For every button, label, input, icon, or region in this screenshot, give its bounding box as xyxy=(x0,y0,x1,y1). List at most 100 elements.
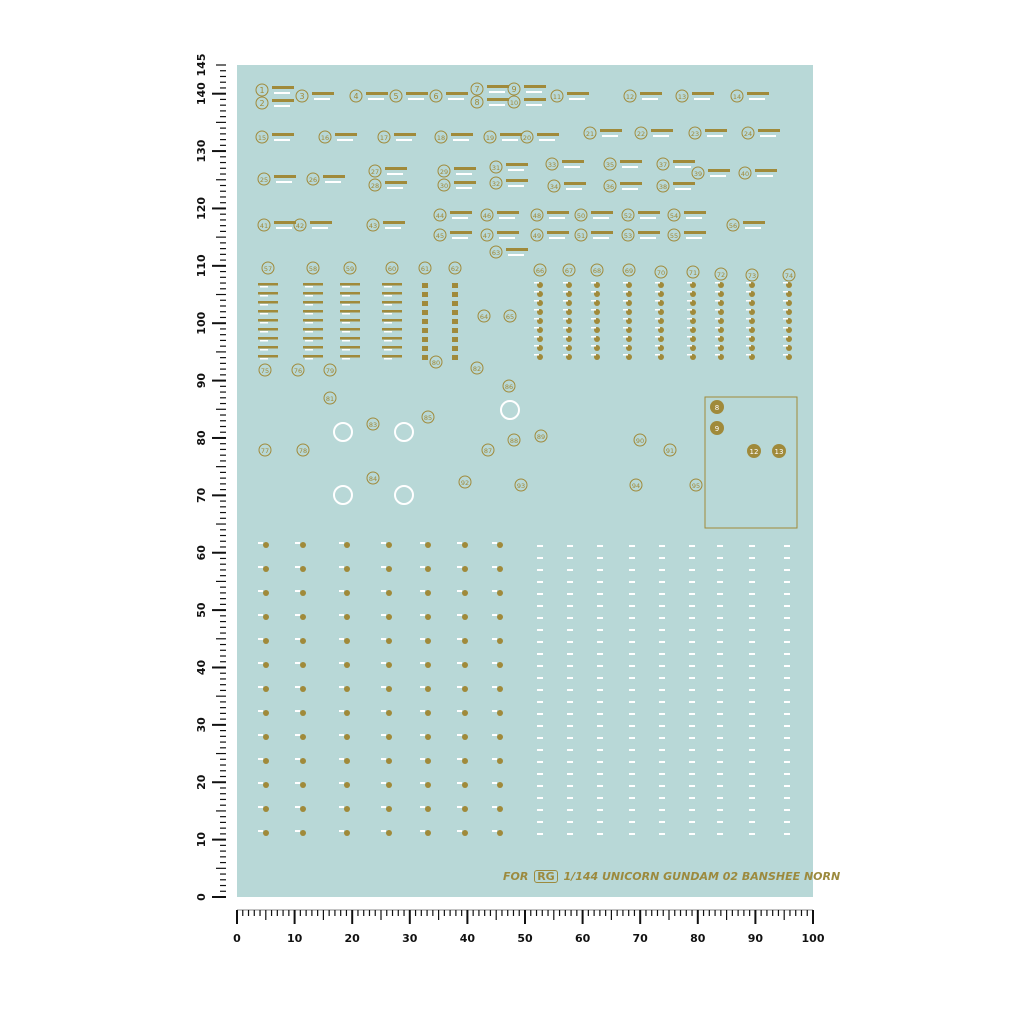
decal-number-circle xyxy=(520,130,534,144)
decal-stripe xyxy=(446,92,468,95)
decal-dot xyxy=(497,662,503,668)
decal-stripe-white xyxy=(659,749,665,751)
inset-number: 9 xyxy=(715,425,719,433)
decal-stripe-white xyxy=(784,785,790,787)
decal-stripe-white xyxy=(629,761,635,763)
decal-stripe-white xyxy=(534,318,539,320)
decal-number: 22 xyxy=(637,130,645,138)
decal-number-circle xyxy=(534,429,548,443)
decal-number: 40 xyxy=(741,170,749,178)
y-tick-label: 145 xyxy=(195,54,208,77)
decal-mark xyxy=(452,355,458,360)
decal-number: 9 xyxy=(511,85,516,94)
decal-stripe-white xyxy=(492,686,497,688)
x-tick-label: 20 xyxy=(345,932,361,945)
decal-number-circle xyxy=(323,363,337,377)
decal-stripe xyxy=(567,92,589,95)
unicorn-emblem xyxy=(500,400,520,420)
decal-number: 82 xyxy=(473,365,481,373)
decal-number: 29 xyxy=(440,168,448,176)
decal-number: 51 xyxy=(577,232,585,240)
decal-stripe-white xyxy=(597,725,603,727)
decal-stripe-white xyxy=(629,581,635,583)
decal-stripe-white xyxy=(655,327,660,329)
decal-stripe-white xyxy=(749,785,755,787)
decal-number: 27 xyxy=(371,168,379,176)
decal-stripe-white xyxy=(537,713,543,715)
decal-number-circle xyxy=(261,261,275,275)
decal-stripe-white xyxy=(339,542,344,544)
decal-stripe-white xyxy=(563,300,568,302)
decal-stripe xyxy=(382,319,402,322)
decal-number-circle xyxy=(306,172,320,186)
decal-stripe xyxy=(274,175,296,178)
decal-number: 31 xyxy=(492,164,500,172)
x-tick-label: 100 xyxy=(802,932,825,945)
decal-mark xyxy=(422,355,428,360)
decal-stripe-white xyxy=(629,773,635,775)
decal-stripe-white xyxy=(717,677,723,679)
decal-number-circle xyxy=(343,261,357,275)
decal-dot xyxy=(497,542,503,548)
decal-stripe-white xyxy=(655,345,660,347)
decal-stripe-white xyxy=(384,304,392,306)
decal-stripe-white xyxy=(717,713,723,715)
decal-stripe-white xyxy=(687,318,692,320)
decal-stripe-white xyxy=(687,282,692,284)
decal-stripe-white xyxy=(655,291,660,293)
decal-number: 43 xyxy=(369,222,377,230)
decal-dot xyxy=(344,758,350,764)
decal-number: 41 xyxy=(260,222,268,230)
decal-stripe-white xyxy=(717,785,723,787)
decal-stripe-white xyxy=(659,641,665,643)
decal-number-circle xyxy=(291,363,305,377)
decal-stripe-white xyxy=(749,677,755,679)
decal-stripe xyxy=(382,283,402,286)
decal-stripe-white xyxy=(305,340,313,342)
decal-stripe-white xyxy=(381,542,386,544)
decal-stripe-white xyxy=(783,309,788,311)
decal-stripe xyxy=(340,355,360,358)
decal-number: 15 xyxy=(258,134,266,142)
decal-stripe-white xyxy=(420,710,425,712)
decal-number-circle xyxy=(255,130,269,144)
decal-stripe xyxy=(303,319,323,322)
decal-stripe-white xyxy=(258,662,263,664)
decal-dot xyxy=(300,830,306,836)
decal-stripe-white xyxy=(749,581,755,583)
decal-stripe-white xyxy=(746,336,751,338)
decal-stripe xyxy=(303,292,323,295)
decal-stripe-white xyxy=(342,358,350,360)
decal-stripe-white xyxy=(567,581,573,583)
decal-stripe-white xyxy=(689,593,695,595)
decal-stripe-white xyxy=(457,710,462,712)
inset-number-circle xyxy=(710,421,724,435)
decal-stripe xyxy=(450,231,472,234)
decal-number: 78 xyxy=(299,447,307,455)
decal-number: 2 xyxy=(259,99,264,108)
decal-number: 85 xyxy=(424,414,432,422)
decal-stripe xyxy=(340,337,360,340)
decal-stripe xyxy=(310,221,332,224)
decal-number: 68 xyxy=(593,267,601,275)
decal-dot xyxy=(386,782,392,788)
decal-number: 64 xyxy=(480,313,488,321)
decal-number: 74 xyxy=(785,272,793,280)
decal-stripe-white xyxy=(659,809,665,811)
decal-stripe-white xyxy=(295,542,300,544)
decal-number-circle xyxy=(656,157,670,171)
decal-stripe-white xyxy=(342,295,350,297)
y-tick-label: 60 xyxy=(195,545,208,561)
decal-stripe-white xyxy=(566,188,582,190)
decal-number-circle xyxy=(689,478,703,492)
decal-number: 8 xyxy=(474,98,479,107)
decal-number-circle xyxy=(433,208,447,222)
decal-stripe-white xyxy=(457,638,462,640)
decal-stripe xyxy=(454,181,476,184)
decal-stripe-white xyxy=(569,98,585,100)
decal-stripe-white xyxy=(629,653,635,655)
decal-dot xyxy=(344,710,350,716)
decal-stripe-white xyxy=(342,349,350,351)
decal-stripe-white xyxy=(715,354,720,356)
decal-stripe-white xyxy=(457,614,462,616)
